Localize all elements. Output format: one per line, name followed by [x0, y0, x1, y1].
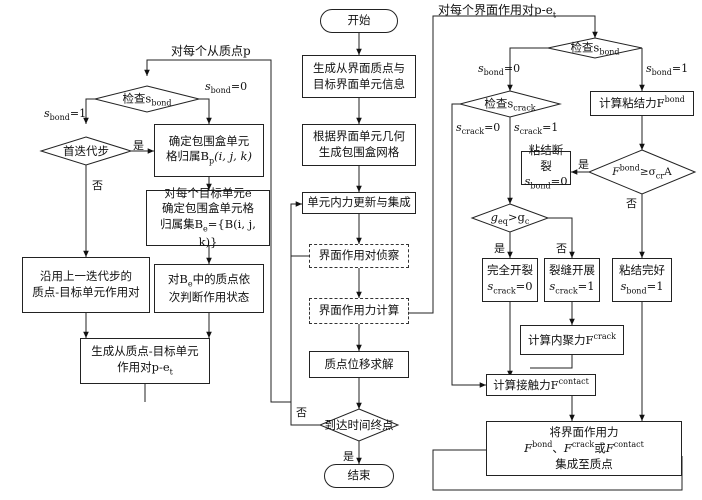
scrack0-label: scrack=0	[456, 121, 501, 137]
right-loop-label: 对每个界面作用对p-et	[438, 3, 557, 20]
calc-contact-box: 计算接触力Fcontact	[486, 374, 596, 396]
left-no-label: 否	[92, 179, 103, 192]
right-no-geq: 否	[556, 242, 567, 255]
start-node: 开始	[320, 9, 398, 33]
reach-end-label: 到达时间终点	[324, 418, 394, 432]
sbond0-label: sbond=0	[478, 62, 521, 78]
first-iter-label: 首迭代步	[63, 144, 109, 158]
gen-pair-box: 生成从质点-目标单元 作用对p-et	[80, 338, 210, 384]
gen-info-box: 生成从界面质点与 目标界面单元信息	[302, 55, 416, 98]
start-label: 开始	[347, 13, 371, 28]
update-label: 单元内力更新与集成	[307, 195, 411, 210]
force-calc-label: 界面作用力计算	[318, 303, 400, 318]
bbox-grid-label: 根据界面单元几何 生成包围盒网格	[313, 129, 405, 159]
calc-cohesive-box: 计算内聚力Fcrack	[520, 325, 624, 355]
left-yes-label: 是	[133, 139, 144, 152]
check-crack-label: 检查scrack	[484, 96, 536, 113]
end-node: 结束	[324, 464, 394, 488]
prev-pair-box: 沿用上一迭代步的 质点-目标单元作用对	[22, 257, 150, 313]
bbox-grid-box: 根据界面单元几何 生成包围盒网格	[302, 124, 416, 166]
calc-bond-box: 计算粘结力Fbond	[590, 91, 694, 116]
center-no-label: 否	[296, 406, 307, 419]
gen-info-label: 生成从界面质点与 目标界面单元信息	[313, 60, 405, 91]
scrack1-label: scrack=1	[514, 121, 559, 137]
update-box: 单元内力更新与集成	[302, 192, 416, 214]
right-no-intact: 否	[626, 197, 637, 210]
detect-box: 界面作用对侦察	[309, 244, 409, 268]
determine-box: 确定包围盒单元 格归属Bp(i, j, k)	[154, 124, 264, 177]
disp-label: 质点位移求解	[324, 356, 394, 371]
detect-label: 界面作用对侦察	[318, 248, 400, 263]
geq-label: geq>gc	[490, 209, 530, 227]
left-bond0-label: sbond=0	[205, 80, 248, 96]
each-target-box: 对每个目标单元e 确定包围盒单元格 归属集Be={B(i, j, k)}	[146, 186, 270, 249]
left-check-bond-label: 检查sbond	[122, 91, 172, 108]
force-calc-box: 界面作用力计算	[309, 298, 409, 324]
end-label: 结束	[347, 468, 371, 483]
prev-pair-label: 沿用上一迭代步的 质点-目标单元作用对	[32, 269, 140, 299]
left-loop-label: 对每个从质点p	[171, 44, 251, 58]
judge-box: 对Be中的质点依 次判断作用状态	[154, 264, 264, 313]
right-yes-geq: 是	[494, 242, 505, 255]
right-check-bond-label: 检查sbond	[570, 40, 620, 57]
sbond1-label: sbond=1	[646, 62, 689, 78]
center-yes-label: 是	[343, 450, 354, 463]
right-yes-debond: 是	[578, 158, 589, 171]
disp-box: 质点位移求解	[309, 351, 409, 378]
left-bond1-label: sbond=1	[44, 107, 87, 123]
f-cond-label: Fbond≥σcrA	[612, 163, 672, 181]
